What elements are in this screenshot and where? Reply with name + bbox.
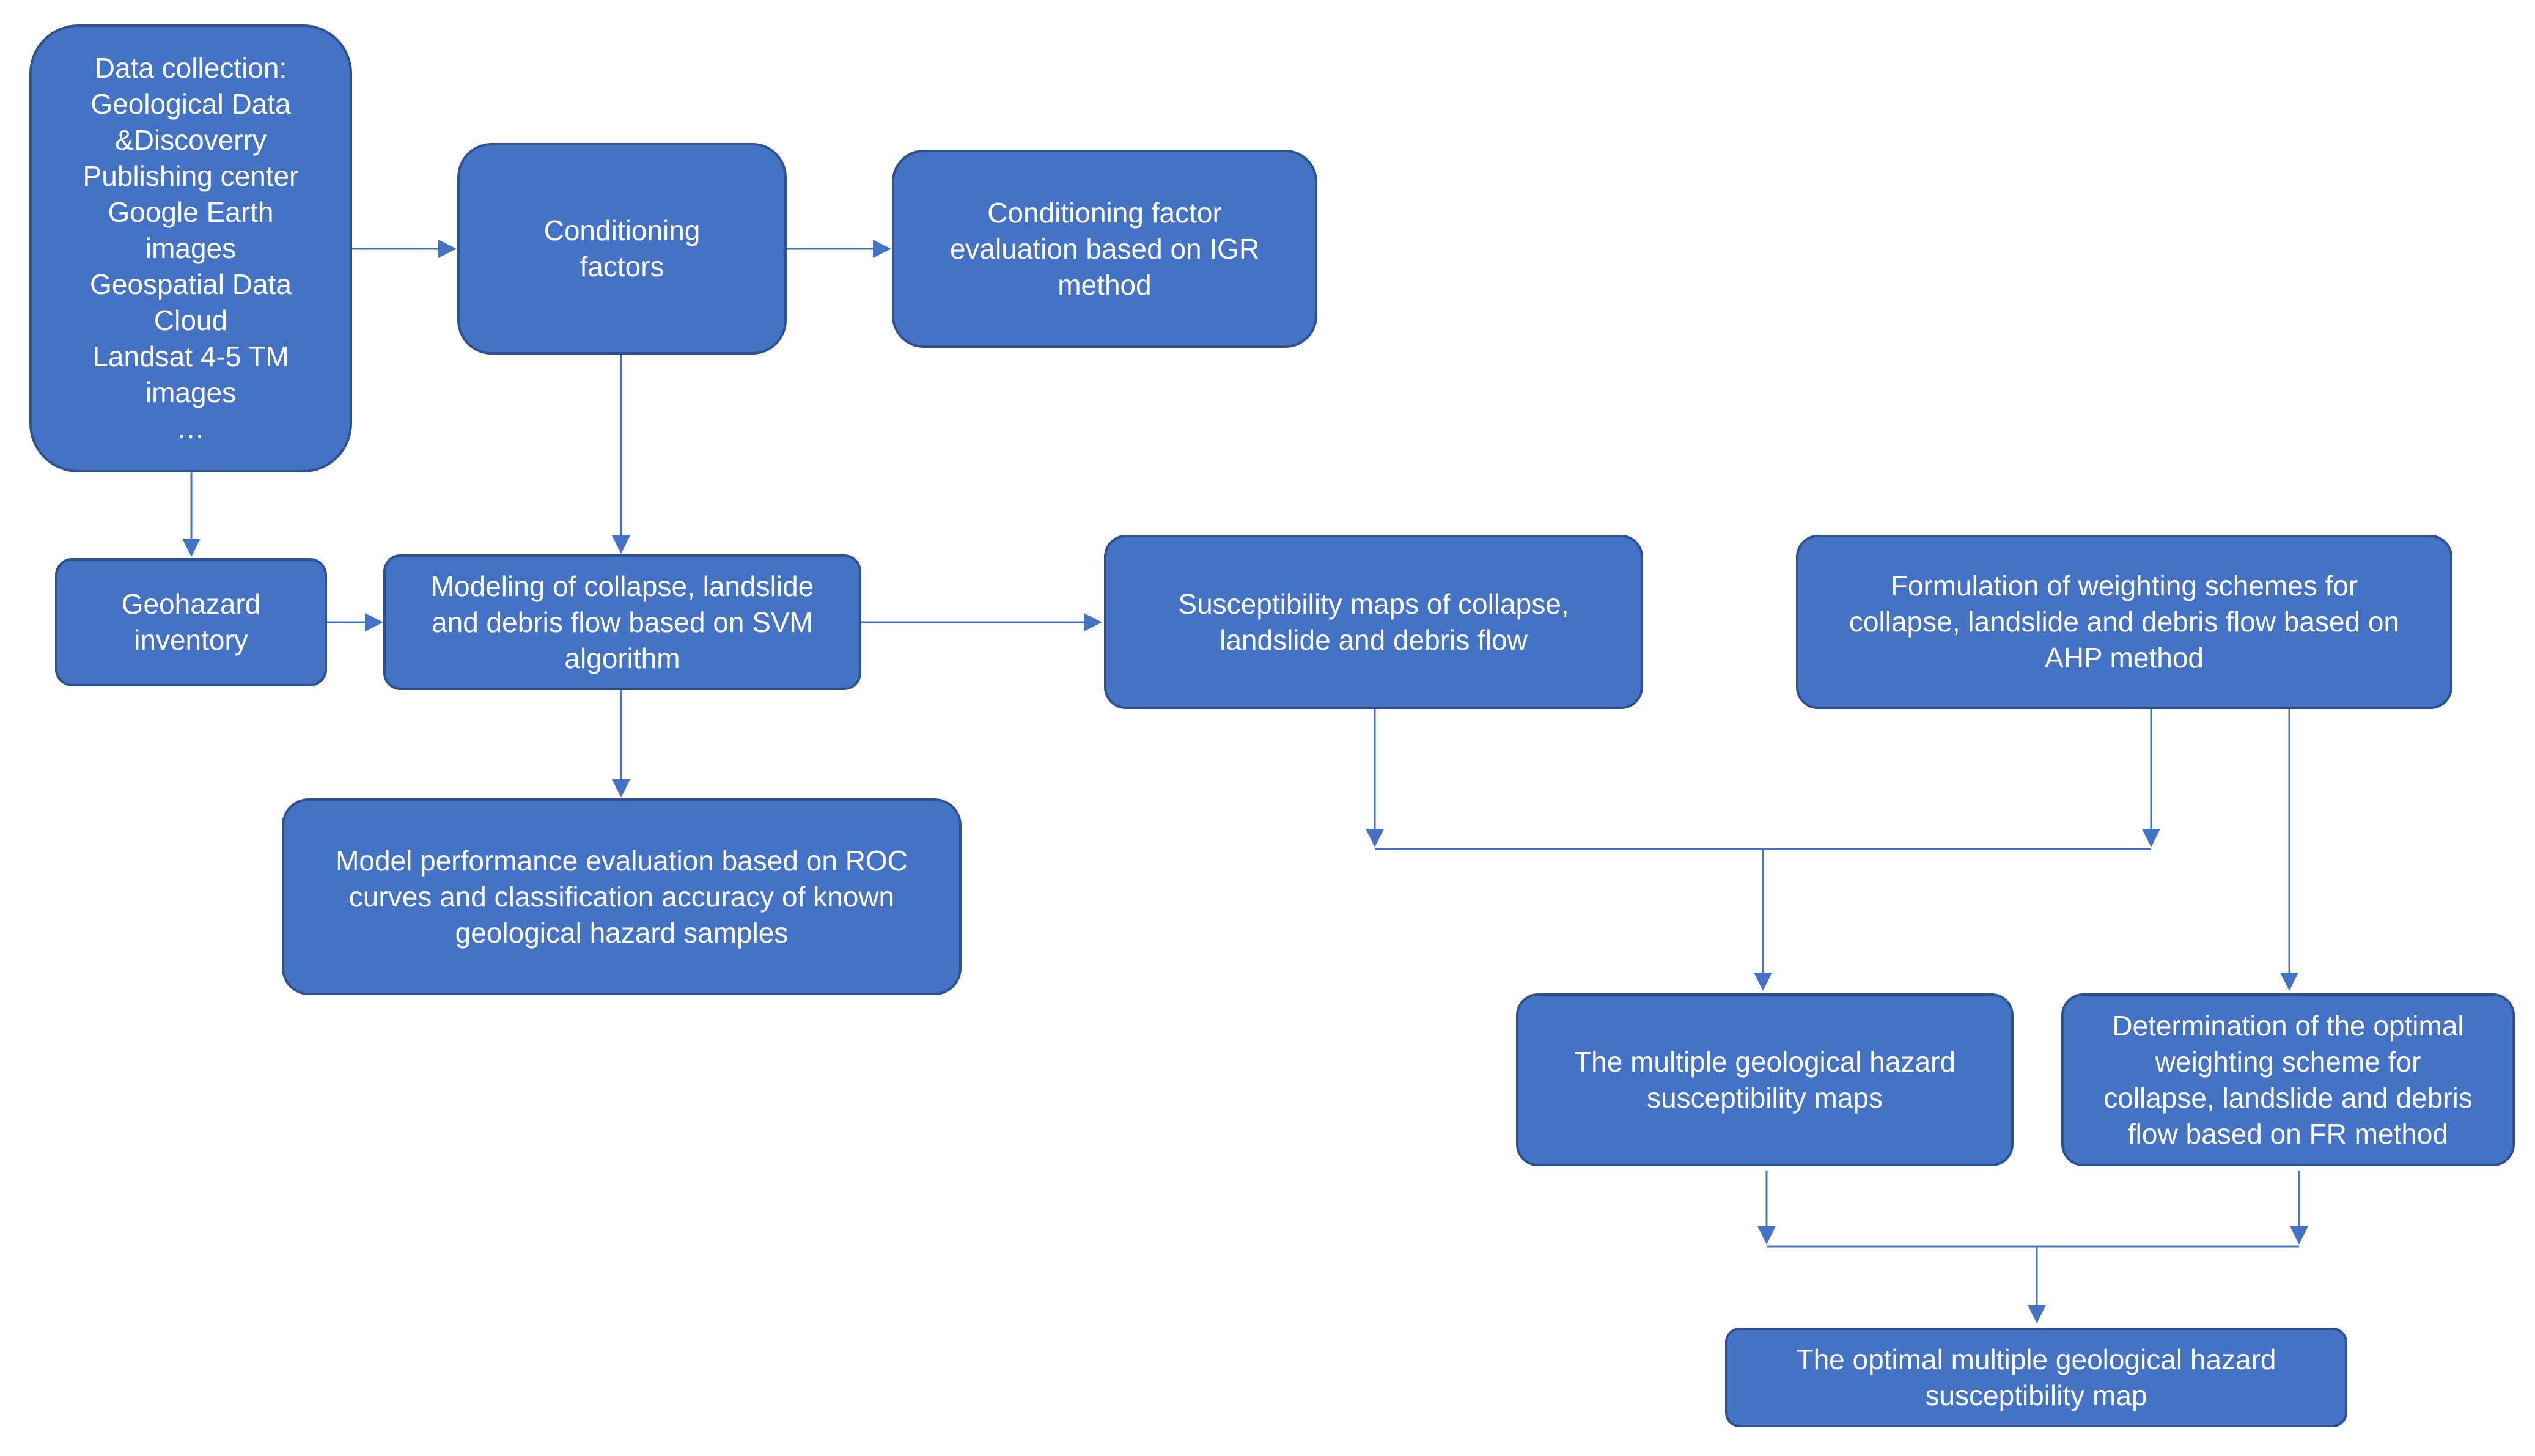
igr-evaluation-box: Conditioning factor evaluation based on … [892, 150, 1317, 348]
fr-determination-box: Determination of the optimal weighting s… [2061, 993, 2515, 1166]
susceptibility-maps-text: Susceptibility maps of collapse, landsli… [1178, 587, 1569, 656]
multiple-maps-box: The multiple geological hazard susceptib… [1516, 993, 2014, 1166]
data-collection-box: Data collection: Geological Data &Discov… [29, 24, 352, 472]
svm-modeling-text: Modeling of collapse, landslide and debr… [430, 570, 814, 674]
geohazard-inventory-box: Geohazard inventory [55, 558, 327, 686]
multiple-maps-text: The multiple geological hazard susceptib… [1574, 1045, 1956, 1114]
optimal-map-box: The optimal multiple geological hazard s… [1725, 1328, 2347, 1427]
svm-modeling-box: Modeling of collapse, landslide and debr… [383, 554, 861, 690]
fr-determination-text: Determination of the optimal weighting s… [2103, 1009, 2473, 1150]
optimal-map-text: The optimal multiple geological hazard s… [1796, 1343, 2276, 1411]
ahp-weighting-text: Formulation of weighting schemes for col… [1849, 570, 2400, 674]
susceptibility-maps-box: Susceptibility maps of collapse, landsli… [1104, 535, 1643, 709]
geohazard-inventory-text: Geohazard inventory [121, 588, 261, 656]
igr-evaluation-text: Conditioning factor evaluation based on … [949, 196, 1260, 301]
conditioning-factors-text: Conditioning factors [543, 215, 701, 282]
data-collection-text: Data collection: Geological Data &Discov… [83, 52, 299, 444]
ahp-weighting-box: Formulation of weighting schemes for col… [1796, 535, 2452, 709]
conditioning-factors-box: Conditioning factors [457, 143, 787, 355]
model-evaluation-text: Model performance evaluation based on RO… [336, 844, 908, 949]
model-evaluation-box: Model performance evaluation based on RO… [282, 798, 962, 995]
